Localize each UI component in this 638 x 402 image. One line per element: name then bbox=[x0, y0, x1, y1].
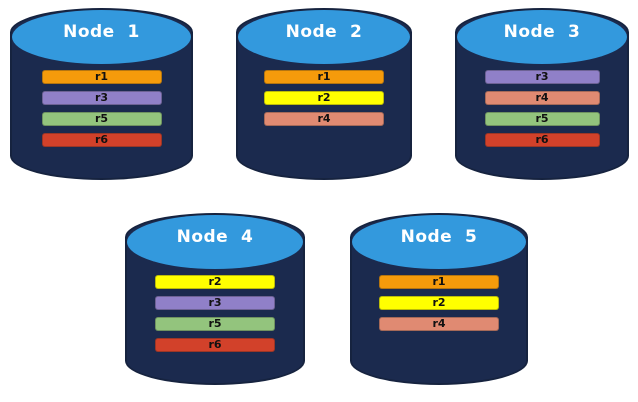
node-title: Node 1 bbox=[63, 22, 140, 42]
replica-row[interactable]: r4 bbox=[379, 317, 499, 331]
replica-row[interactable]: r2 bbox=[155, 275, 275, 289]
replica-row[interactable]: r1 bbox=[41, 70, 162, 84]
cylinder-top-ellipse bbox=[238, 10, 410, 64]
replica-list: r2 r3 r5 r6 bbox=[125, 275, 305, 359]
replica-row[interactable]: r4 bbox=[264, 112, 384, 126]
cylinder-top-ellipse bbox=[12, 10, 191, 64]
replica-list: r1 r3 r5 r6 bbox=[10, 70, 193, 154]
replica-row[interactable]: r2 bbox=[264, 91, 384, 105]
node-3[interactable]: Node 3 r3 r4 r5 r6 bbox=[455, 8, 629, 180]
replica-list: r1 r2 r4 bbox=[236, 70, 412, 133]
replica-row[interactable]: r3 bbox=[484, 70, 600, 84]
replica-row[interactable]: r3 bbox=[155, 296, 275, 310]
node-title: Node 5 bbox=[400, 227, 478, 247]
node-title: Node 4 bbox=[176, 227, 254, 247]
replica-row[interactable]: r6 bbox=[41, 133, 162, 147]
replica-row[interactable]: r2 bbox=[379, 296, 499, 310]
node-4[interactable]: Node 4 r2 r3 r5 r6 bbox=[125, 213, 305, 385]
replica-row[interactable]: r5 bbox=[41, 112, 162, 126]
node-5[interactable]: Node 5 r1 r2 r4 bbox=[350, 213, 528, 385]
replica-row[interactable]: r6 bbox=[155, 338, 275, 352]
cylinder-top-ellipse bbox=[127, 215, 303, 269]
replica-list: r1 r2 r4 bbox=[350, 275, 528, 338]
replica-row[interactable]: r3 bbox=[41, 91, 162, 105]
cylinder-top-ellipse bbox=[352, 215, 526, 269]
replica-row[interactable]: r5 bbox=[484, 112, 600, 126]
cylinder-top-ellipse bbox=[457, 10, 627, 64]
node-1[interactable]: Node 1 r1 r3 r5 r6 bbox=[10, 8, 193, 180]
replica-row[interactable]: r4 bbox=[484, 91, 600, 105]
replica-row[interactable]: r1 bbox=[379, 275, 499, 289]
node-title: Node 3 bbox=[503, 22, 581, 42]
node-title: Node 2 bbox=[285, 22, 363, 42]
replica-row[interactable]: r5 bbox=[155, 317, 275, 331]
replica-list: r3 r4 r5 r6 bbox=[455, 70, 629, 154]
replica-row[interactable]: r1 bbox=[264, 70, 384, 84]
node-2[interactable]: Node 2 r1 r2 r4 bbox=[236, 8, 412, 180]
replica-row[interactable]: r6 bbox=[484, 133, 600, 147]
